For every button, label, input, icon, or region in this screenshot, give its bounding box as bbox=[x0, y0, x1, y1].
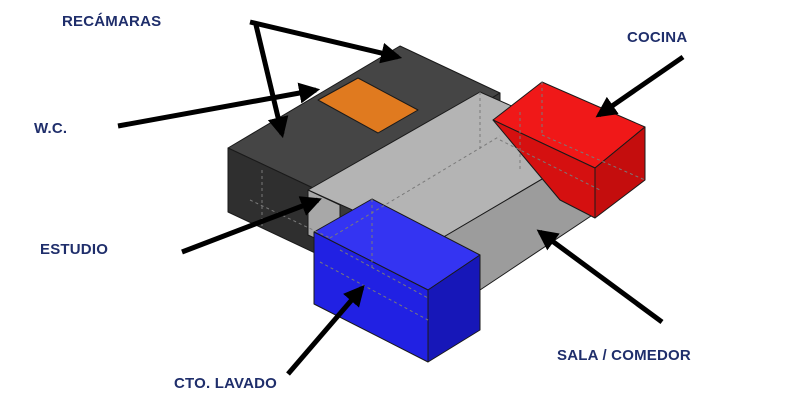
arrow-cocina bbox=[595, 54, 685, 118]
label-recamaras: RECÁMARAS bbox=[62, 13, 161, 30]
cocina-block bbox=[492, 81, 646, 219]
arrow-recamaras-down bbox=[253, 24, 289, 139]
cocina-block-left bbox=[492, 119, 596, 219]
arrow-wc bbox=[117, 82, 321, 129]
wc-block bbox=[317, 77, 419, 134]
label-estudio: ESTUDIO bbox=[40, 241, 108, 258]
label-wc: W.C. bbox=[34, 120, 67, 137]
label-cto-lavado: CTO. LAVADO bbox=[174, 375, 277, 392]
hidden-edges bbox=[249, 82, 646, 321]
label-sala-comedor: SALA / COMEDOR bbox=[557, 347, 691, 364]
lavado-block-side bbox=[427, 254, 481, 363]
lavado-block bbox=[313, 198, 481, 363]
arrows bbox=[117, 19, 685, 376]
arrow-recamaras-right bbox=[249, 19, 403, 64]
arrow-estudio bbox=[181, 196, 322, 255]
label-cocina: COCINA bbox=[627, 29, 687, 46]
arrow-sala-comedor bbox=[536, 229, 664, 325]
arrow-cto-lavado bbox=[286, 284, 365, 376]
